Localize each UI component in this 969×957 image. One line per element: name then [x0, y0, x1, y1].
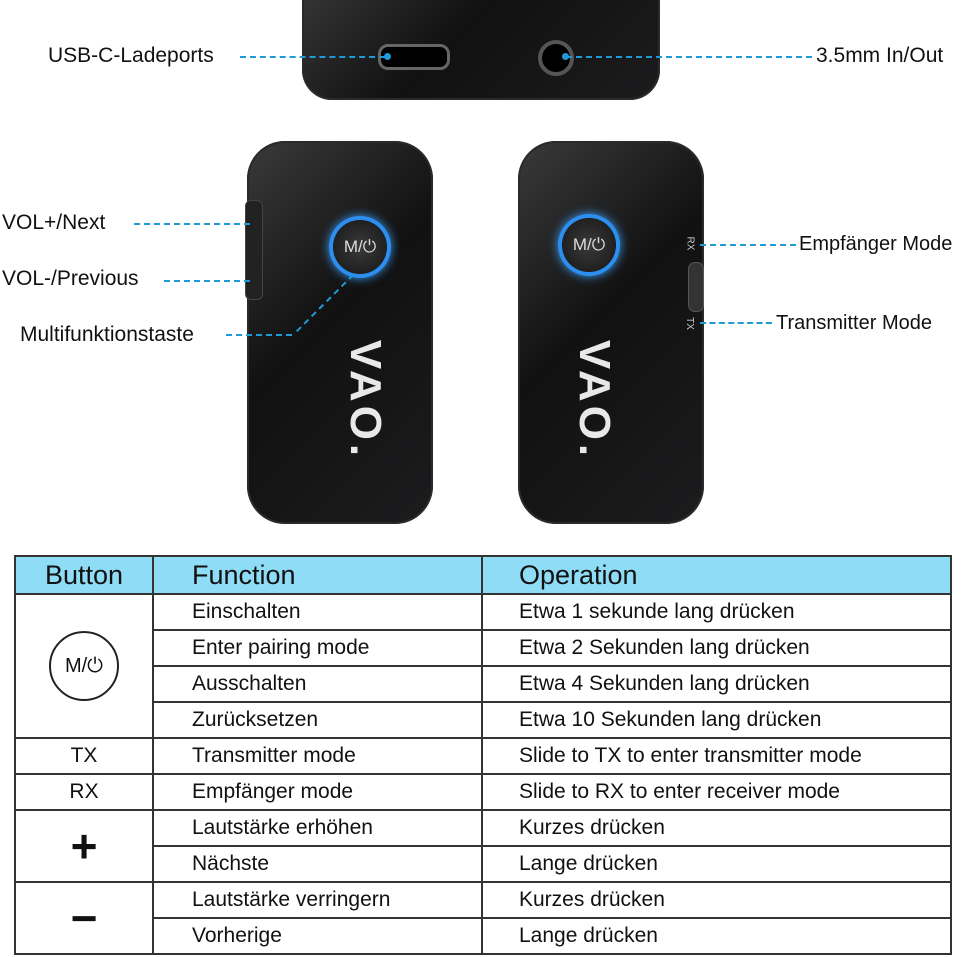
button-symbol: − [70, 892, 98, 944]
button-cell: TX [14, 737, 154, 775]
function-cell: Empfänger mode [152, 773, 483, 811]
label-vol-down: VOL-/Previous [2, 267, 139, 290]
button-symbol: + [70, 820, 98, 872]
function-cell: Lautstärke erhöhen [152, 809, 483, 847]
header-button: Button [14, 555, 154, 595]
function-cell: Einschalten [152, 593, 483, 631]
pointer-rx [700, 244, 796, 246]
function-cell: Ausschalten [152, 665, 483, 703]
button-function-table: Button Function Operation M/⏻ Einschalten… [14, 555, 952, 955]
pointer-tx [700, 322, 772, 324]
multifunction-button-icon: M/⏻ [49, 631, 119, 701]
volume-buttons [245, 200, 263, 300]
header-function: Function [152, 555, 483, 595]
function-cell: Enter pairing mode [152, 629, 483, 667]
button-symbol: TX [70, 744, 98, 767]
button-symbol: RX [69, 780, 99, 803]
button-label: M/⏻ [343, 237, 377, 256]
function-cell: Vorherige [152, 917, 483, 955]
operation-cell: Etwa 1 sekunde lang drücken [481, 593, 952, 631]
multifunction-button: M/⏻ [333, 220, 387, 274]
pointer-dot [562, 53, 569, 60]
function-cell: Zurücksetzen [152, 701, 483, 739]
function-cell: Transmitter mode [152, 737, 483, 775]
label-vol-up: VOL+/Next [2, 211, 106, 234]
operation-cell: Etwa 10 Sekunden lang drücken [481, 701, 952, 739]
operation-cell: Slide to RX to enter receiver mode [481, 773, 952, 811]
operation-cell: Etwa 4 Sekunden lang drücken [481, 665, 952, 703]
device-front-right [518, 141, 704, 524]
operation-cell: Lange drücken [481, 917, 952, 955]
label-rx-mode: Empfänger Mode [799, 233, 953, 255]
device-top-view [302, 0, 660, 100]
label-jack: 3.5mm In/Out [816, 44, 944, 67]
button-cell: + [14, 809, 154, 883]
operation-cell: Kurzes drücken [481, 881, 952, 919]
pointer-multi [226, 334, 292, 336]
header-operation: Operation [481, 555, 952, 595]
button-cell: − [14, 881, 154, 955]
pointer-vol-up [134, 223, 250, 225]
pointer-jack [566, 56, 812, 58]
operation-cell: Etwa 2 Sekunden lang drücken [481, 629, 952, 667]
tx-mark: TX [683, 317, 695, 330]
label-multi: Multifunktionstaste [20, 323, 194, 346]
button-cell: RX [14, 773, 154, 811]
brand-logo: VAO. [570, 339, 620, 461]
pointer-vol-down [164, 280, 250, 282]
operation-cell: Lange drücken [481, 845, 952, 883]
button-label: M/⏻ [572, 235, 606, 254]
label-usb: USB-C-Ladeports [48, 44, 214, 67]
device-front-left [247, 141, 433, 524]
function-cell: Nächste [152, 845, 483, 883]
multifunction-button: M/⏻ [562, 218, 616, 272]
rx-mark: RX [684, 236, 696, 251]
pointer-dot [384, 53, 391, 60]
button-cell: M/⏻ [14, 593, 154, 739]
function-cell: Lautstärke verringern [152, 881, 483, 919]
label-tx-mode: Transmitter Mode [776, 312, 932, 334]
pointer-usb [240, 56, 385, 58]
operation-cell: Slide to TX to enter transmitter mode [481, 737, 952, 775]
operation-cell: Kurzes drücken [481, 809, 952, 847]
brand-logo: VAO. [341, 339, 391, 461]
audio-jack [538, 40, 574, 76]
mode-switch [688, 262, 704, 312]
